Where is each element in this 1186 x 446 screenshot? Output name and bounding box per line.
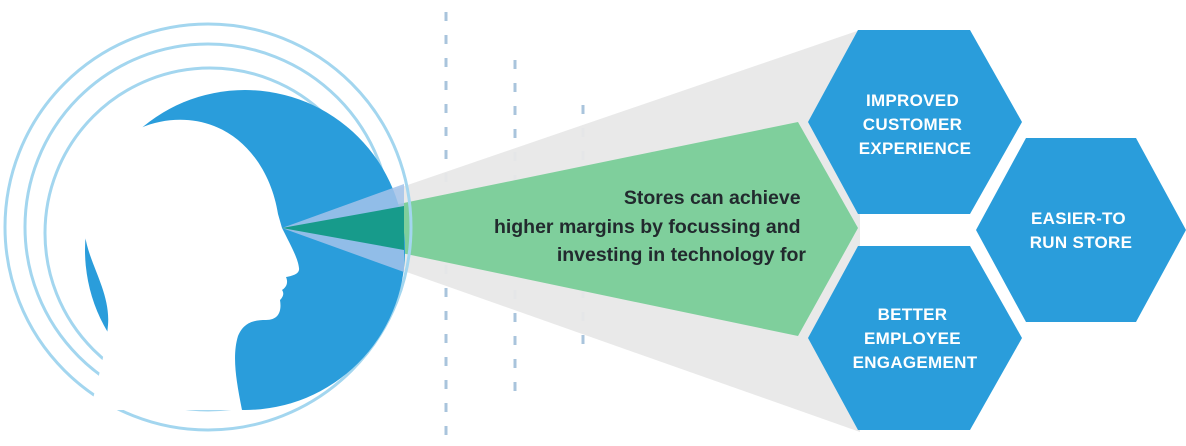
vision-cone-green <box>282 122 858 336</box>
hexagon-shape <box>976 138 1186 322</box>
hexagon-label-line: EMPLOYEE <box>864 329 961 348</box>
head-silhouette-icon <box>82 119 300 411</box>
hexagon-label-line: RUN STORE <box>1030 233 1133 252</box>
hexagon-shape <box>808 30 1022 214</box>
hexagon-label-line: ENGAGEMENT <box>853 353 978 372</box>
hexagon-easier-to-run-store: EASIER-TO RUN STORE <box>976 138 1186 322</box>
center-line: higher margins by focussing and <box>494 216 801 238</box>
hexagon-label-line: BETTER <box>878 305 948 324</box>
center-statement: Stores can achieve higher margins by foc… <box>494 187 806 266</box>
hexagon-shape <box>808 246 1022 430</box>
center-line: investing in technology for <box>557 244 807 266</box>
beam-inner <box>282 206 404 250</box>
hexagon-improved-customer-experience: IMPROVED CUSTOMER EXPERIENCE <box>808 30 1022 214</box>
hexagon-label: EASIER-TO RUN STORE <box>1030 209 1133 252</box>
center-line: Stores can achieve <box>624 187 801 209</box>
hexagon-label: BETTER EMPLOYEE ENGAGEMENT <box>853 305 978 372</box>
hexagon-label-line: EASIER-TO <box>1031 209 1126 228</box>
hexagon-label: IMPROVED CUSTOMER EXPERIENCE <box>859 91 972 158</box>
hexagon-label-line: CUSTOMER <box>863 115 962 134</box>
eye-beam <box>282 184 404 272</box>
hexagon-label-line: IMPROVED <box>866 91 959 110</box>
hexagon-better-employee-engagement: BETTER EMPLOYEE ENGAGEMENT <box>808 246 1022 430</box>
outer-ring <box>3 22 413 432</box>
hexagon-label-line: EXPERIENCE <box>859 139 972 158</box>
head-graphic <box>3 22 413 432</box>
